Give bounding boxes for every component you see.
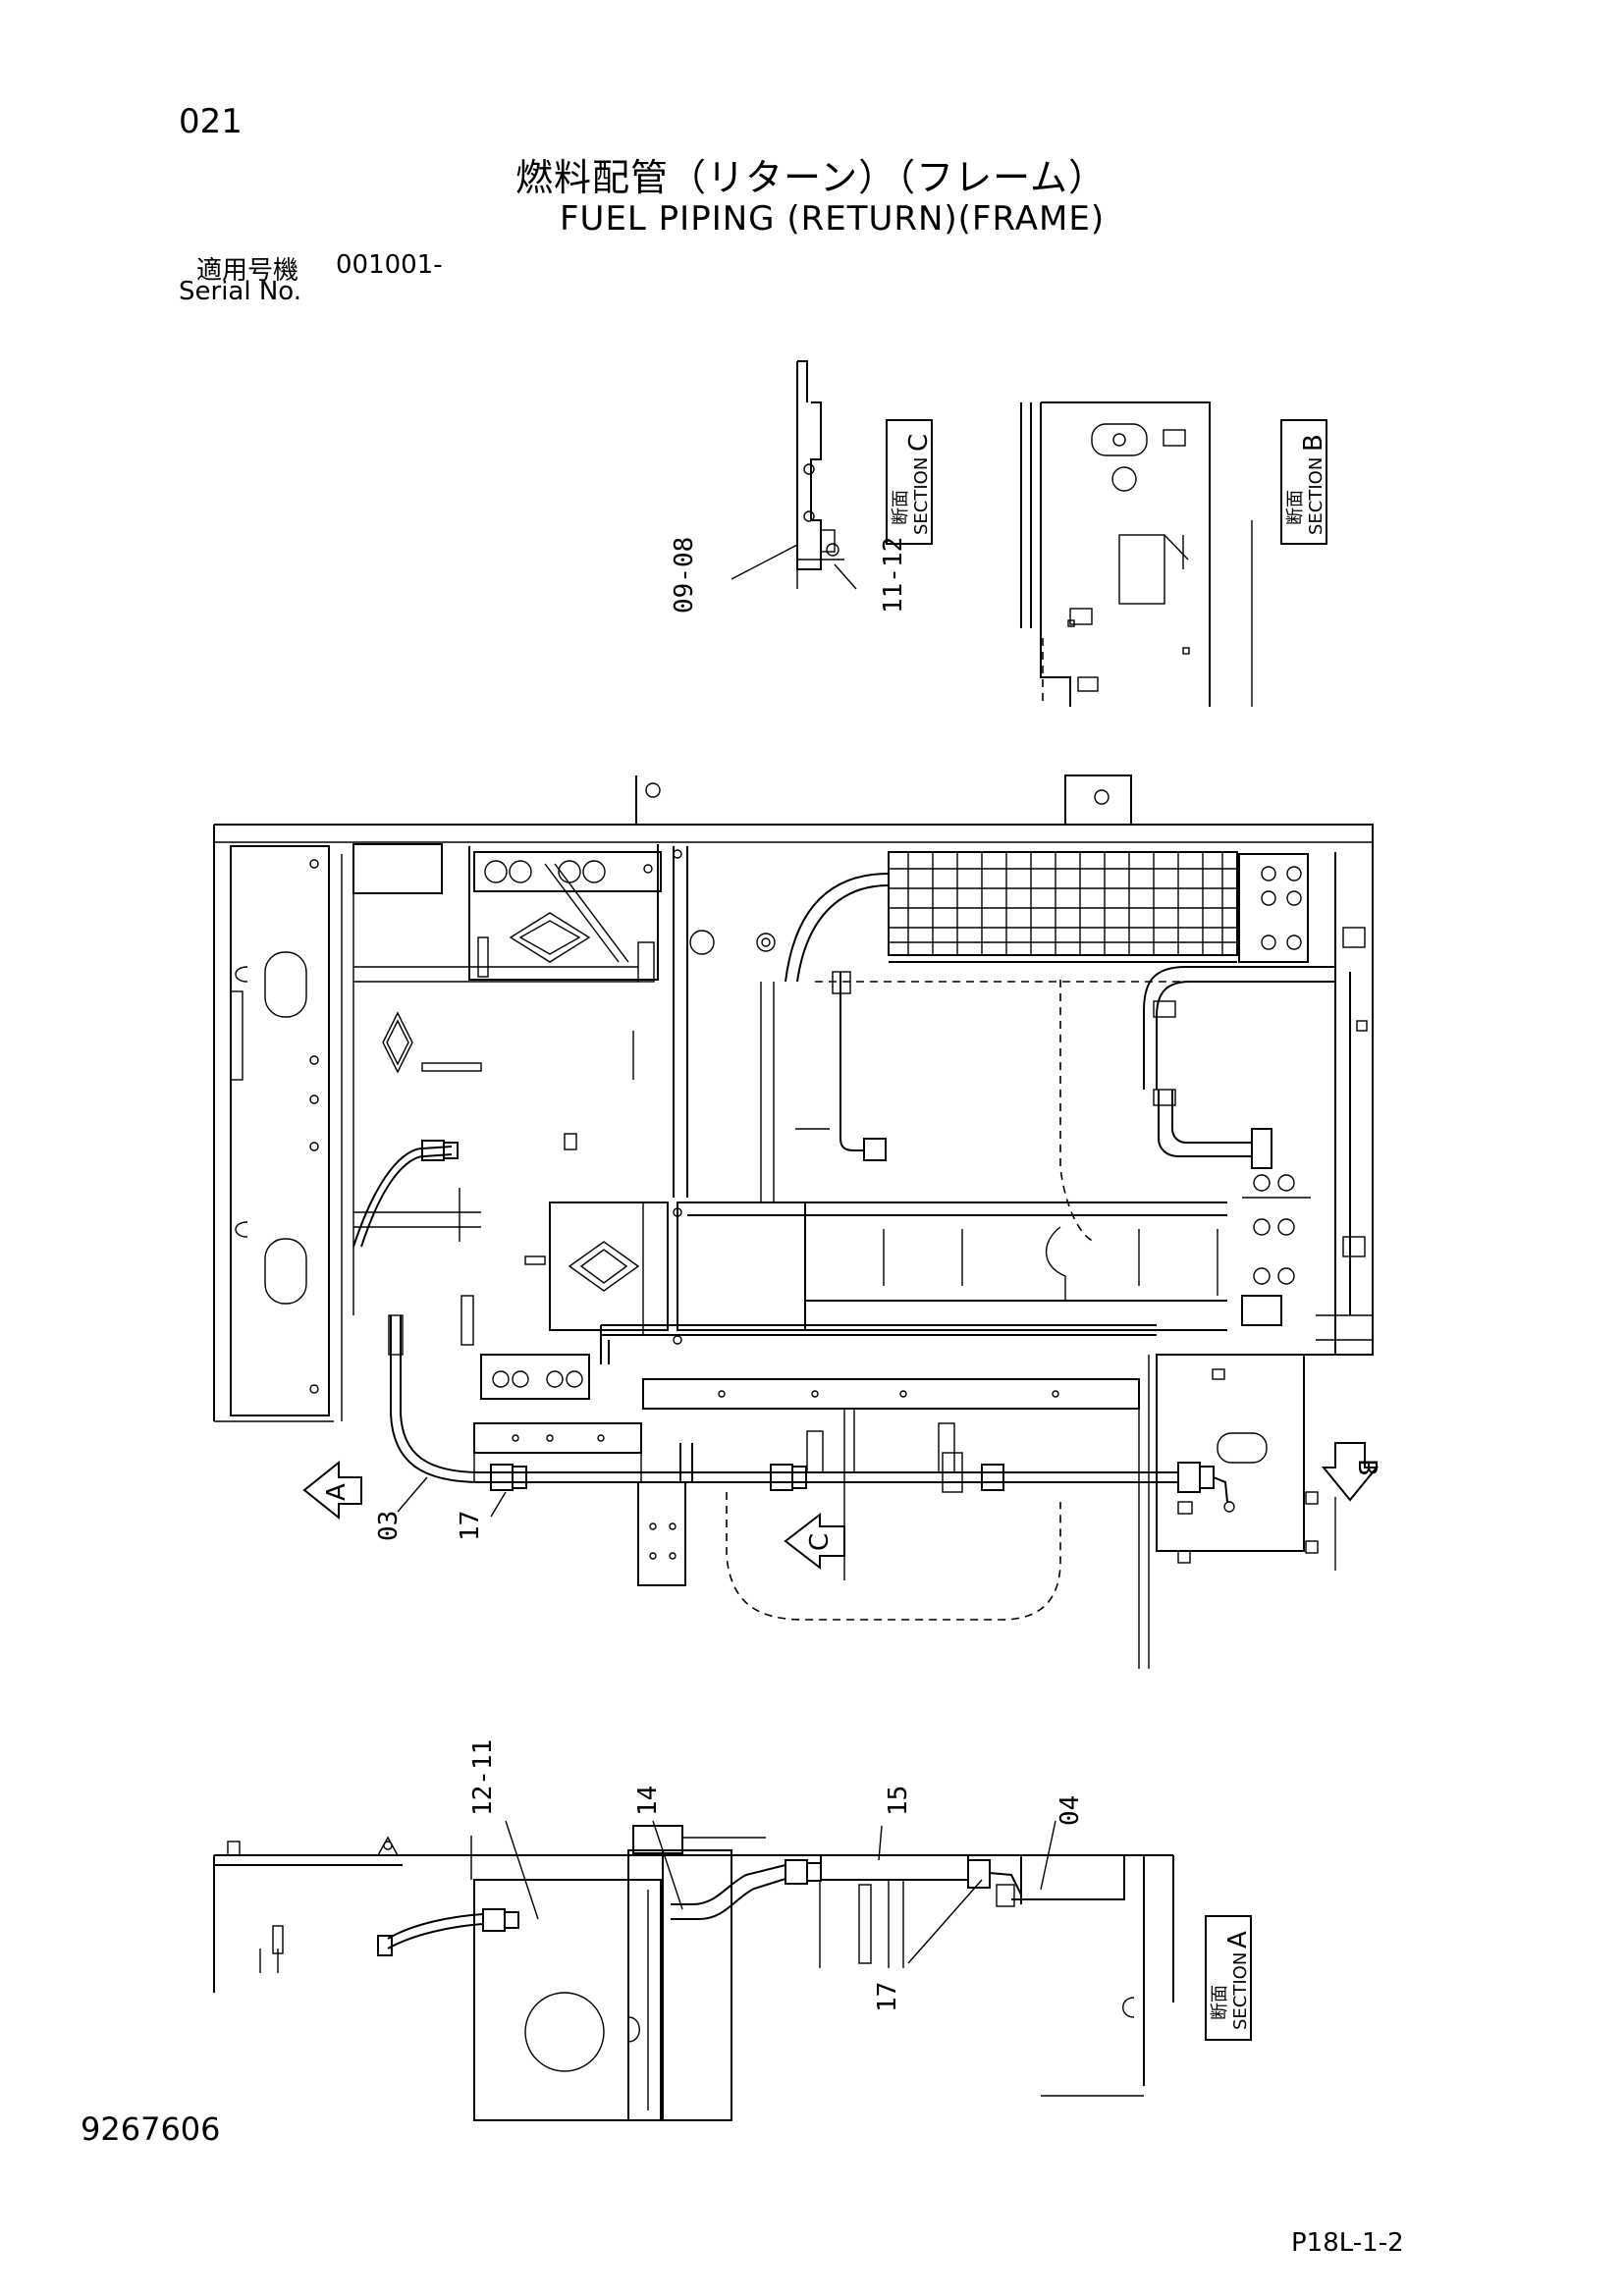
- callout-15: 15: [884, 1786, 913, 1816]
- callout-1112-top: 11-12: [879, 537, 908, 614]
- callout-04: 04: [1056, 1795, 1085, 1826]
- sheet-number: P18L-1-2: [1291, 2228, 1404, 2258]
- leader-17-a: [490, 1491, 507, 1518]
- svg-text:C: C: [805, 1533, 835, 1551]
- section-b-detail: [1020, 401, 1253, 707]
- svg-text:断面: 断面: [1285, 490, 1306, 525]
- serial-value: 001001-: [336, 250, 443, 280]
- serial-label-english: Serial No.: [179, 277, 301, 306]
- title-japanese: 燃料配管（リターン）（フレーム）: [515, 156, 1107, 199]
- section-c-detail: [796, 360, 844, 589]
- section-a-detail: [213, 1825, 1174, 2121]
- callout-03: 03: [374, 1511, 404, 1541]
- drawing-number: 9267606: [81, 2110, 221, 2148]
- svg-text:SECTION: SECTION: [911, 457, 932, 535]
- section-a-label: 断面 SECTION A: [1205, 1915, 1253, 2041]
- leader-03: [397, 1476, 428, 1513]
- leader-0908: [731, 544, 798, 580]
- section-b-label: 断面 SECTION B: [1280, 419, 1328, 545]
- svg-text:SECTION: SECTION: [1306, 457, 1326, 535]
- view-marker-c: C: [784, 1512, 845, 1571]
- leader-14: [652, 1820, 683, 1910]
- main-frame-plan: [213, 774, 1374, 1669]
- leader-1211: [505, 1820, 539, 1920]
- section-c-label: 断面 SECTION C: [886, 419, 934, 545]
- leader-04: [1040, 1820, 1056, 1891]
- page-number: 021: [179, 102, 243, 141]
- svg-text:B: B: [1352, 1459, 1381, 1476]
- svg-text:A: A: [1223, 1931, 1253, 1949]
- svg-text:断面: 断面: [891, 490, 911, 525]
- leader-15: [878, 1825, 883, 1861]
- callout-17-a: 17: [456, 1511, 485, 1541]
- view-marker-a: A: [302, 1460, 362, 1521]
- serial-label-japanese: 適用号機: [196, 256, 299, 286]
- view-marker-b: B: [1321, 1442, 1381, 1502]
- svg-text:断面: 断面: [1210, 1985, 1230, 2020]
- svg-text:SECTION: SECTION: [1230, 1952, 1251, 2030]
- callout-1211: 12-11: [468, 1739, 498, 1816]
- leader-1112-top: [834, 563, 857, 590]
- title-english: FUEL PIPING (RETURN)(FRAME): [560, 199, 1106, 239]
- svg-text:B: B: [1299, 434, 1328, 452]
- callout-17-b: 17: [873, 1982, 902, 2012]
- svg-text:A: A: [322, 1483, 352, 1501]
- leader-17-b: [907, 1879, 983, 1964]
- callout-14: 14: [633, 1786, 663, 1816]
- svg-text:C: C: [904, 434, 934, 452]
- callout-0908: 09-08: [670, 537, 699, 614]
